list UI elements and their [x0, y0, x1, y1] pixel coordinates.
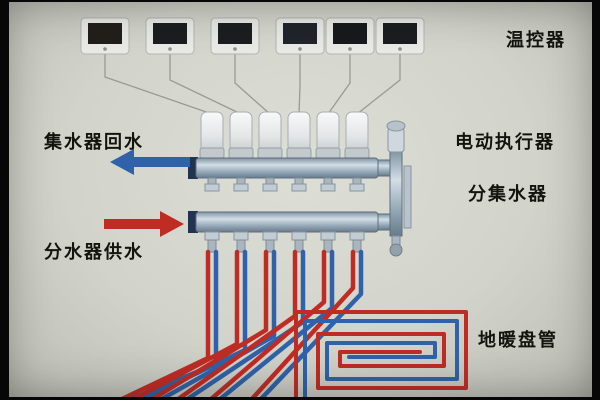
supply-flow-label: 分水器供水	[44, 242, 144, 263]
loop-pipes	[117, 249, 364, 400]
thermostat	[375, 17, 425, 55]
thermostat	[210, 17, 260, 55]
floor-coil-label: 地暖盘管	[478, 330, 558, 351]
loop-valves	[204, 231, 365, 253]
drain-valve-knob	[389, 243, 403, 257]
floor-coil	[294, 310, 468, 400]
photo-edge-bottom	[0, 397, 600, 400]
thermostat-label: 温控器	[506, 30, 566, 51]
actuator	[199, 111, 225, 159]
manifold-end-cap	[188, 157, 198, 179]
return-flow-label: 集水器回水	[44, 132, 144, 153]
air-vent-assembly	[377, 120, 412, 257]
manifold-label: 分集水器	[468, 184, 548, 205]
thermostat-screen	[218, 23, 252, 44]
photo-edge-top	[0, 0, 600, 2]
actuator-label: 电动执行器	[455, 132, 555, 153]
thermostat	[80, 17, 130, 55]
supply-flow-arrow	[104, 211, 184, 237]
manifold-return-bar	[188, 157, 379, 179]
thermostat-screen	[283, 23, 317, 44]
photo-edge-left	[0, 0, 9, 400]
thermostat	[145, 17, 195, 55]
thermostat-screen	[88, 23, 122, 44]
actuator	[286, 111, 312, 159]
manifold-end-cap	[188, 211, 198, 233]
thermostat-row	[80, 17, 425, 55]
return-flow-arrow	[110, 149, 190, 175]
actuator	[228, 111, 254, 159]
actuator	[315, 111, 341, 159]
thermostat-wires	[104, 54, 401, 115]
actuator	[344, 111, 370, 159]
actuator	[257, 111, 283, 159]
manifold-connectors	[204, 177, 365, 192]
manifold-supply-bar	[188, 211, 379, 233]
photo-edge-right	[592, 0, 600, 400]
thermostat-screen	[383, 23, 417, 44]
actuator-row	[199, 111, 370, 159]
thermostat	[275, 17, 325, 55]
thermostat-screen	[333, 23, 367, 44]
thermostat-screen	[153, 23, 187, 44]
thermostat	[325, 17, 375, 55]
